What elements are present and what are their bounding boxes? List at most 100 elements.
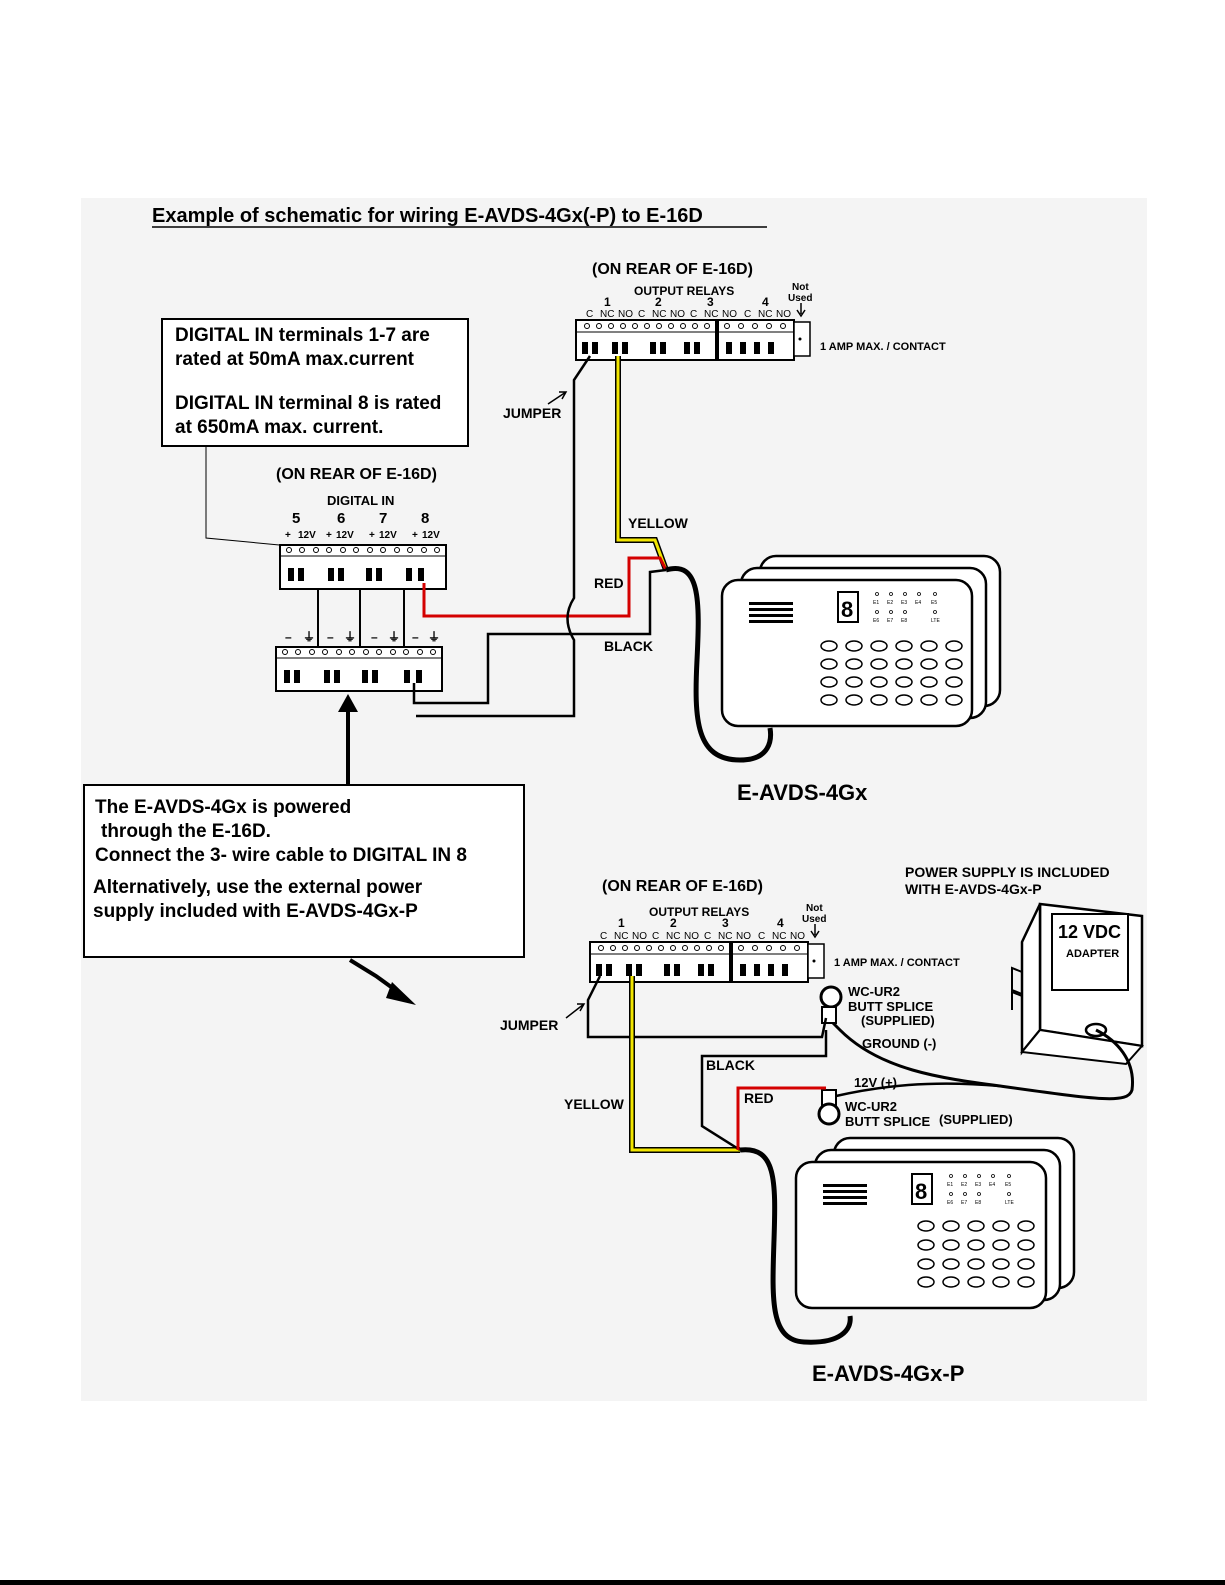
bottom-device-cable (739, 1147, 853, 1345)
top-not-used-label-1: Not (792, 282, 809, 293)
svg-text:E2: E2 (961, 1182, 967, 1188)
top-relay-terminal-block (575, 319, 811, 361)
svg-text:NO: NO (632, 931, 647, 942)
svg-text:E8: E8 (975, 1200, 981, 1206)
svg-text:⏚: ⏚ (344, 630, 356, 644)
top-yellow-wire (616, 356, 668, 571)
digital-number-5: 5 (292, 510, 300, 527)
svg-text:+: + (285, 530, 291, 541)
svg-text:E6: E6 (947, 1200, 953, 1206)
bottom-contact-labels: C NC NO C NC NO C NC NO C NC NO (600, 931, 805, 942)
svg-text:12V: 12V (379, 530, 397, 541)
svg-text:E3: E3 (901, 600, 907, 606)
power-line-3: Connect the 3- wire cable to DIGITAL IN … (95, 845, 467, 866)
svg-text:+: + (412, 530, 418, 541)
svg-text:E7: E7 (887, 618, 893, 624)
svg-text:12V: 12V (336, 530, 354, 541)
top-device-keypad (820, 640, 963, 706)
schematic-title: Example of schematic for wiring E-AVDS-4… (152, 205, 703, 227)
top-device-cable (665, 566, 774, 763)
svg-text:12V: 12V (298, 530, 316, 541)
bottom-yellow-wire (630, 976, 740, 1152)
svg-text:NC: NC (758, 309, 772, 320)
svg-text:–: – (371, 630, 378, 644)
ratings-line-2: rated at 50mA max.current (175, 349, 415, 370)
power-line-2: through the E-16D. (101, 821, 271, 842)
adapter-positive-wire (835, 1082, 1001, 1098)
digital-number-7: 7 (379, 510, 387, 527)
svg-text:NC: NC (666, 931, 680, 942)
power-note-arrow-down (348, 958, 416, 1005)
top-jumper-label: JUMPER (503, 405, 561, 421)
svg-text:E7: E7 (961, 1200, 967, 1206)
top-relay-number-4: 4 (762, 295, 769, 309)
top-black-label: BLACK (604, 638, 653, 654)
svg-text:C: C (586, 309, 593, 320)
svg-text:NC: NC (614, 931, 628, 942)
power-note-box: The E-AVDS-4Gx is powered through the E-… (83, 784, 525, 958)
top-not-used-label-2: Used (788, 293, 812, 304)
bottom-not-used-arrow (810, 924, 820, 939)
top-not-used-arrow (796, 303, 806, 318)
svg-text:E3: E3 (975, 1182, 981, 1188)
top-relay-number-1: 1 (604, 295, 611, 309)
ratings-line-3: DIGITAL IN terminal 8 is rated (175, 393, 442, 414)
digital-in-terminal-block-upper (279, 544, 447, 590)
svg-text:E6: E6 (873, 618, 879, 624)
top-device-digit: 8 (841, 597, 853, 622)
ground-label: GROUND (-) (862, 1036, 936, 1051)
svg-text:E1: E1 (873, 600, 879, 606)
bottom-jumper-label: JUMPER (500, 1017, 558, 1033)
svg-text:⏚: ⏚ (428, 630, 440, 644)
power-line-1: The E-AVDS-4Gx is powered (95, 797, 352, 818)
top-red-wire (422, 556, 668, 618)
svg-text:NO: NO (684, 931, 699, 942)
power-note-arrow-up (338, 694, 358, 784)
power-line-4: Alternatively, use the external power (93, 877, 423, 898)
splice-1-line-1: WC-UR2 (848, 984, 900, 999)
ratings-leader-line (205, 446, 291, 547)
svg-text:NO: NO (722, 309, 737, 320)
svg-text:–: – (285, 630, 292, 644)
svg-text:NC: NC (600, 309, 614, 320)
schematic-panel: Example of schematic for wiring E-AVDS-4… (81, 198, 1147, 1401)
digital-number-6: 6 (337, 510, 345, 527)
svg-text:E2: E2 (887, 600, 893, 606)
bottom-relay-header: (ON REAR OF E-16D) (602, 878, 763, 895)
power-line-5: supply included with E-AVDS-4Gx-P (93, 901, 418, 922)
bottom-device-keypad (917, 1220, 1035, 1288)
top-yellow-label: YELLOW (628, 515, 689, 531)
bottom-amp-rating: 1 AMP MAX. / CONTACT (834, 957, 960, 969)
bottom-device-zone-leds: E1 E2 E3 E4 E5 E6 E7 E8 LTE (947, 1174, 1014, 1206)
top-amp-rating: 1 AMP MAX. / CONTACT (820, 341, 946, 353)
top-relay-number-2: 2 (655, 295, 662, 309)
digital-number-8: 8 (421, 510, 429, 527)
svg-text:NO: NO (776, 309, 791, 320)
svg-text:C: C (600, 931, 607, 942)
bottom-output-relays-label: OUTPUT RELAYS (649, 905, 749, 919)
top-jumper-arrow (547, 391, 568, 405)
svg-text:C: C (744, 309, 751, 320)
bottom-relay-number-2: 2 (670, 916, 677, 930)
top-jumper-wire (416, 355, 592, 718)
svg-text:E5: E5 (931, 600, 937, 606)
top-red-label: RED (594, 575, 624, 591)
bottom-device-name: E-AVDS-4Gx-P (812, 1361, 964, 1386)
bottom-relay-number-3: 3 (722, 916, 729, 930)
adapter-cable (826, 1016, 1134, 1101)
bottom-relay-number-1: 1 (618, 916, 625, 930)
digital-ground-labels: –⏚ –⏚ –⏚ –⏚ (285, 630, 440, 644)
bottom-jumper-wire (586, 975, 828, 1039)
svg-text:E8: E8 (901, 618, 907, 624)
splice-2-line-1: WC-UR2 (845, 1099, 897, 1114)
svg-text:C: C (690, 309, 697, 320)
svg-text:⏚: ⏚ (388, 630, 400, 644)
svg-text:E1: E1 (947, 1182, 953, 1188)
top-output-relays-label: OUTPUT RELAYS (634, 284, 734, 298)
adapter-label: ADAPTER (1066, 948, 1119, 960)
svg-text:NO: NO (790, 931, 805, 942)
top-relay-header: (ON REAR OF E-16D) (592, 261, 753, 278)
power-adapter (1011, 902, 1144, 1066)
top-contact-labels: C NC NO C NC NO C NC NO C NC NO (586, 309, 791, 320)
digital-link-wires (317, 589, 405, 647)
